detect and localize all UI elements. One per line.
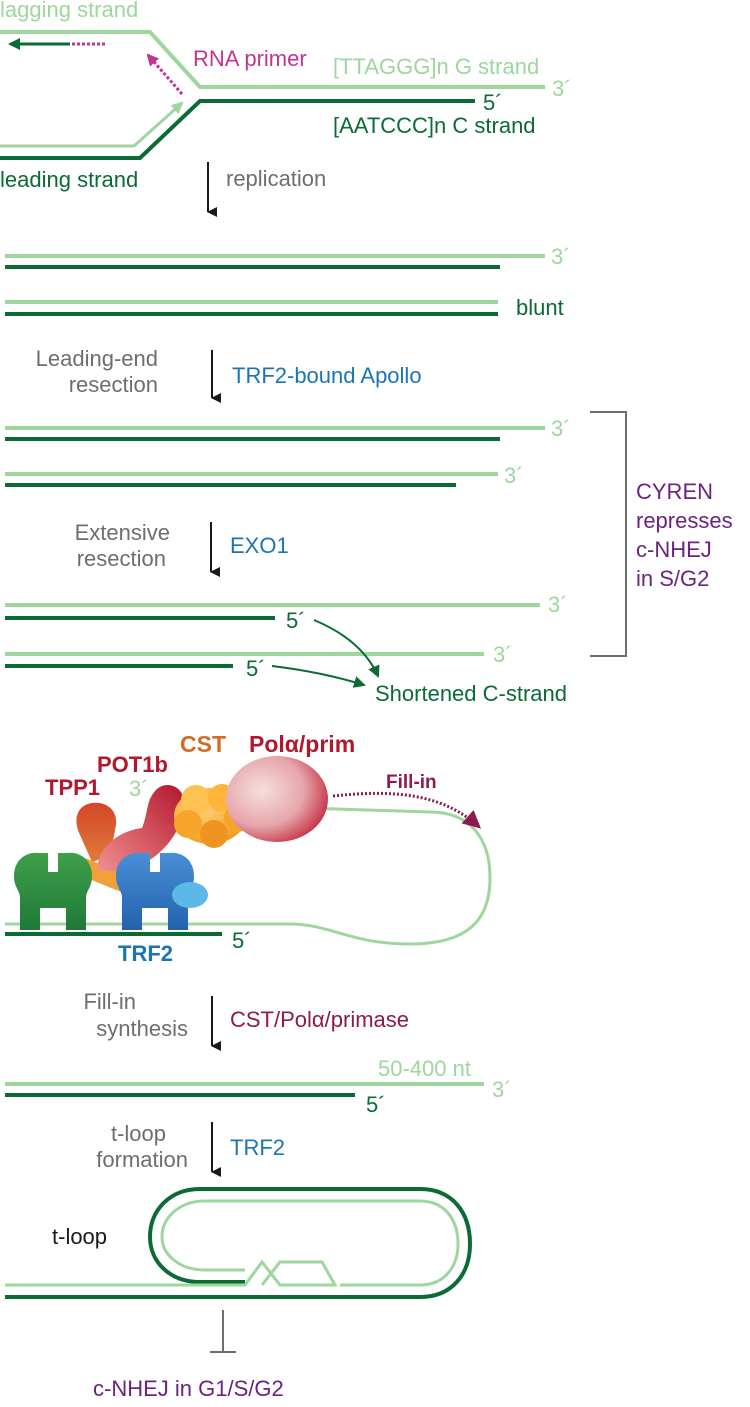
end-b-3prime: 3´ — [504, 463, 524, 488]
c-strand-5prime: 5´ — [483, 90, 503, 115]
cst-lobe-1 — [181, 785, 211, 815]
tloop-g-strand — [5, 1199, 460, 1287]
step-label-line1: Fill-in — [83, 989, 136, 1014]
step-fill-in-synthesis: Fill-in synthesis CST/Polα/primase — [83, 989, 409, 1051]
step-label-line1: Leading-end — [36, 346, 158, 371]
shortened-c-strand-label: Shortened C-strand — [375, 681, 567, 706]
trf2-step-label: TRF2 — [230, 1135, 285, 1160]
complex-3prime: 3´ — [129, 776, 149, 801]
cst-lobe-4 — [174, 810, 202, 838]
t-loop-structure: t-loop c-NHEJ in G1/S/G2 — [5, 1187, 473, 1401]
end-b-3prime: 3´ — [493, 642, 513, 667]
trf2-domain — [172, 882, 208, 908]
step-label-line2: formation — [96, 1147, 188, 1172]
tloop-label: t-loop — [52, 1224, 107, 1249]
pol-alpha-primase-shape — [226, 756, 328, 842]
cyren-bracket — [590, 411, 627, 657]
cst-lobe-5 — [200, 820, 228, 848]
g-strand-parental — [0, 30, 545, 89]
g-strand-3prime: 3´ — [552, 76, 572, 101]
step-label-line2: resection — [77, 546, 166, 571]
filled-5prime: 5´ — [366, 1092, 386, 1117]
apollo-label: TRF2-bound Apollo — [232, 363, 422, 388]
green-dimer-shape — [14, 852, 92, 930]
shortened-arrow-a — [313, 619, 380, 678]
replication-fork: lagging strand RNA primer [TTAGGG]n G st… — [0, 0, 572, 192]
replicated-ends: 3´ blunt — [5, 244, 571, 320]
step-leading-end-resection: Leading-end resection TRF2-bound Apollo — [36, 346, 422, 403]
cyren-line3: c-NHEJ — [636, 537, 712, 562]
c-strand-parental — [0, 99, 475, 160]
step-label-line1: Extensive — [75, 520, 170, 545]
resected-ends: 3´ 3´ — [5, 416, 571, 488]
cyren-line2: represses — [636, 508, 733, 533]
extensively-resected-ends: 3´ 5´ 3´ 5´ Shortened C-strand — [5, 592, 568, 706]
step-label-line1: t-loop — [111, 1121, 166, 1146]
end-a-3prime: 3´ — [548, 592, 568, 617]
pot1b-label: POT1b — [97, 752, 168, 777]
step-label-line2: synthesis — [96, 1016, 188, 1041]
rna-primer-arrow — [146, 53, 184, 95]
inhibited-cnhej-label: c-NHEJ in G1/S/G2 — [93, 1376, 284, 1401]
leading-strand-label: leading strand — [0, 167, 138, 192]
complex-5prime: 5´ — [232, 928, 252, 953]
overhang-length: 50-400 nt — [378, 1056, 471, 1081]
pol-label: Polα/prim — [249, 731, 355, 757]
step-label-line2: resection — [69, 372, 158, 397]
end-a-5prime: 5´ — [286, 608, 306, 633]
cst-label: CST — [180, 731, 226, 757]
trf2-label: TRF2 — [118, 941, 173, 966]
step-extensive-resection: Extensive resection EXO1 — [75, 520, 289, 577]
lagging-strand-label: lagging strand — [0, 0, 138, 22]
end-a-3prime: 3´ — [551, 416, 571, 441]
step-replication: replication — [207, 162, 326, 217]
g-strand-label: [TTAGGG]n G strand — [333, 54, 539, 79]
overhang-3prime: 3´ — [551, 244, 571, 269]
leading-strand-nascent — [0, 101, 184, 148]
cst-pol-primase-label: CST/Polα/primase — [230, 1007, 409, 1032]
protein-complex: 5´ 3´ CST Polα/prim POT1b TPP1 TRF2 Fill… — [5, 731, 492, 966]
rna-primer-label: RNA primer — [193, 46, 307, 71]
c-strand-label: [AATCCC]n C strand — [333, 113, 536, 138]
blunt-label: blunt — [516, 295, 564, 320]
exo1-label: EXO1 — [230, 533, 289, 558]
filled-3prime: 3´ — [492, 1077, 512, 1102]
fill-in-label: Fill-in — [386, 772, 437, 793]
step-tloop-formation: t-loop formation TRF2 — [96, 1121, 285, 1177]
tloop-c-strand — [5, 1187, 473, 1299]
pot1b-shape — [98, 785, 185, 872]
cyren-line4: in S/G2 — [636, 566, 709, 591]
trf2-shape — [116, 852, 194, 930]
shortened-arrow-b — [271, 665, 366, 688]
filled-in-end: 50-400 nt 3´ 5´ — [5, 1056, 512, 1117]
cyren-annotation: CYREN represses c-NHEJ in S/G2 — [590, 411, 733, 657]
cyren-line1: CYREN — [636, 479, 713, 504]
tpp1-label: TPP1 — [45, 775, 100, 800]
end-b-5prime: 5´ — [246, 656, 266, 681]
step-replication-label: replication — [226, 166, 326, 191]
